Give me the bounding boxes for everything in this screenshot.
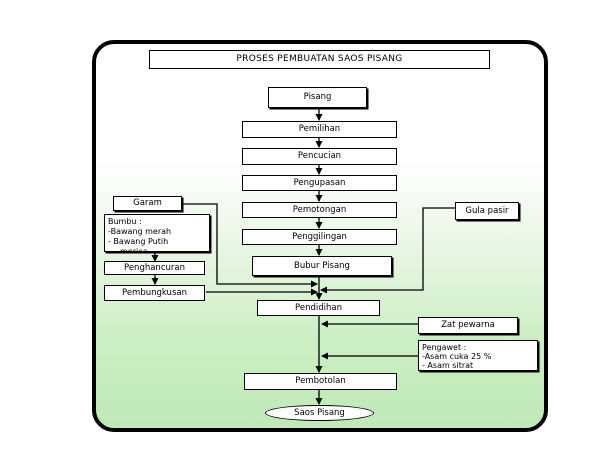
pengawet-line-1: Pengawet :: [422, 343, 467, 352]
pengawet-line-3: - Asam sitrat: [422, 361, 474, 370]
step-saos-pisang: Saos Pisang: [265, 405, 374, 421]
input-bumbu: Bumbu : -Bawang merah - Bawang Putih mer…: [104, 214, 210, 252]
step-bubur-pisang: Bubur Pisang: [252, 256, 392, 276]
pengawet-line-2: -Asam cuka 25 %: [422, 352, 492, 361]
step-pemotongan: Pemotongan: [242, 202, 397, 218]
arrow-gulapasir-pendidihan: [320, 207, 455, 294]
input-pengawet: Pengawet : -Asam cuka 25 % - Asam sitrat: [418, 340, 538, 371]
step-pendidihan: Pendidihan: [257, 300, 380, 316]
step-penghancuran: Penghancuran: [104, 261, 205, 275]
input-zat-pewarna: Zat pewarna: [418, 317, 518, 334]
step-penggilingan: Penggilingan: [242, 229, 397, 245]
bumbu-line-1: Bumbu :: [108, 217, 142, 226]
arrow-garam-pendidihan: [182, 203, 318, 288]
bumbu-line-4: merica: [120, 247, 148, 252]
step-pemilihan: Pemilihan: [242, 121, 397, 138]
diagram-title: PROSES PEMBUATAN SAOS PISANG: [149, 50, 490, 69]
input-garam: Garam: [113, 196, 182, 211]
bumbu-line-3: - Bawang Putih: [108, 237, 169, 246]
step-pencucian: Pencucian: [242, 148, 397, 165]
step-pisang: Pisang: [268, 87, 367, 108]
input-gula-pasir: Gula pasir: [455, 202, 519, 220]
step-pengupasan: Pengupasan: [242, 175, 397, 191]
step-pembungkusan: Pembungkusan: [104, 285, 205, 301]
bumbu-line-2: -Bawang merah: [108, 227, 172, 236]
step-pembotolan: Pembotolan: [244, 373, 397, 390]
